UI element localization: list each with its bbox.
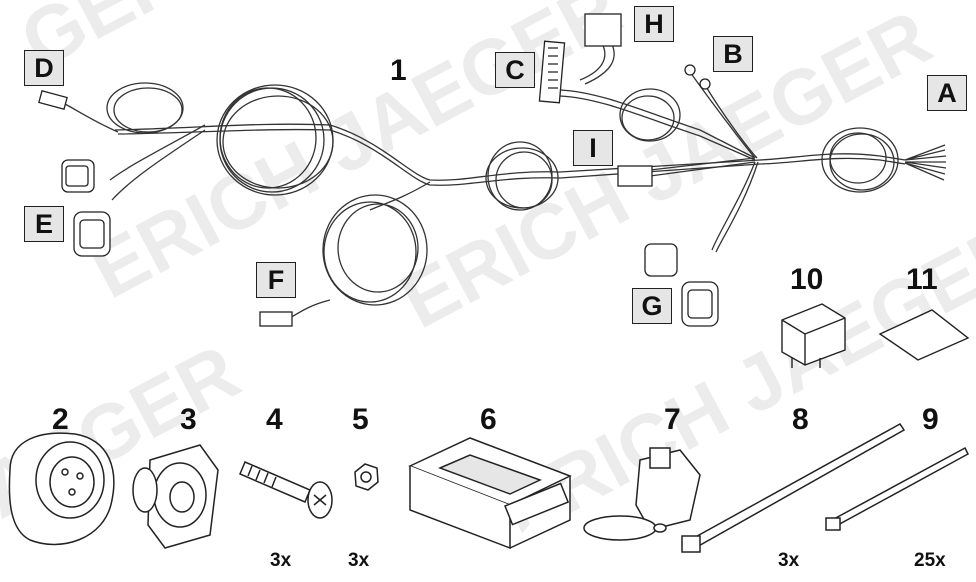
part-number-6: 6 xyxy=(480,403,497,436)
part-number-11: 11 xyxy=(906,263,938,296)
label-connector-i: I xyxy=(573,130,613,166)
quantity-part-9: 25x xyxy=(914,550,946,571)
part-number-4: 4 xyxy=(266,403,283,436)
label-connector-g: G xyxy=(632,288,672,324)
part-4-bolt xyxy=(239,461,333,519)
label-connector-b: B xyxy=(713,36,753,72)
part-3-seal xyxy=(132,444,219,549)
part-number-2: 2 xyxy=(52,403,69,436)
label-connector-d: D xyxy=(24,50,64,86)
part-11-pad xyxy=(878,309,970,361)
quantity-part-4: 3x xyxy=(270,550,292,571)
label-connector-f: F xyxy=(256,262,296,298)
wiring-harness xyxy=(64,39,947,319)
part-number-5: 5 xyxy=(352,403,369,436)
part-10-relay xyxy=(781,303,846,368)
part-number-7: 7 xyxy=(664,403,681,436)
part-number-9: 9 xyxy=(922,403,939,436)
part-2-socket xyxy=(8,432,115,546)
part-5-nut xyxy=(354,463,379,491)
connector-e-plugs xyxy=(61,159,111,257)
part-9-cable-tie xyxy=(825,446,969,531)
label-connector-a: A xyxy=(927,75,967,111)
label-connector-h: H xyxy=(634,6,674,42)
quantity-part-5: 3x xyxy=(348,550,370,571)
quantity-part-8: 3x xyxy=(778,550,800,571)
label-connector-e: E xyxy=(24,206,64,242)
connector-d-plug xyxy=(38,90,68,110)
connector-i-plug xyxy=(617,165,653,187)
connector-h-socket xyxy=(584,13,622,47)
part-8-cable-tie xyxy=(681,423,906,553)
part-number-3: 3 xyxy=(180,403,197,436)
part-6-module xyxy=(408,437,572,550)
connector-f-plug xyxy=(259,311,293,327)
part-7-fuse-holder xyxy=(583,447,701,541)
connector-c-block xyxy=(538,40,566,104)
label-connector-c: C xyxy=(495,52,535,88)
part-number-8: 8 xyxy=(792,403,809,436)
connector-b-eyelets xyxy=(684,64,711,90)
part-number-1: 1 xyxy=(390,54,407,87)
part-number-10: 10 xyxy=(790,263,824,296)
connector-g-plugs xyxy=(644,243,719,327)
